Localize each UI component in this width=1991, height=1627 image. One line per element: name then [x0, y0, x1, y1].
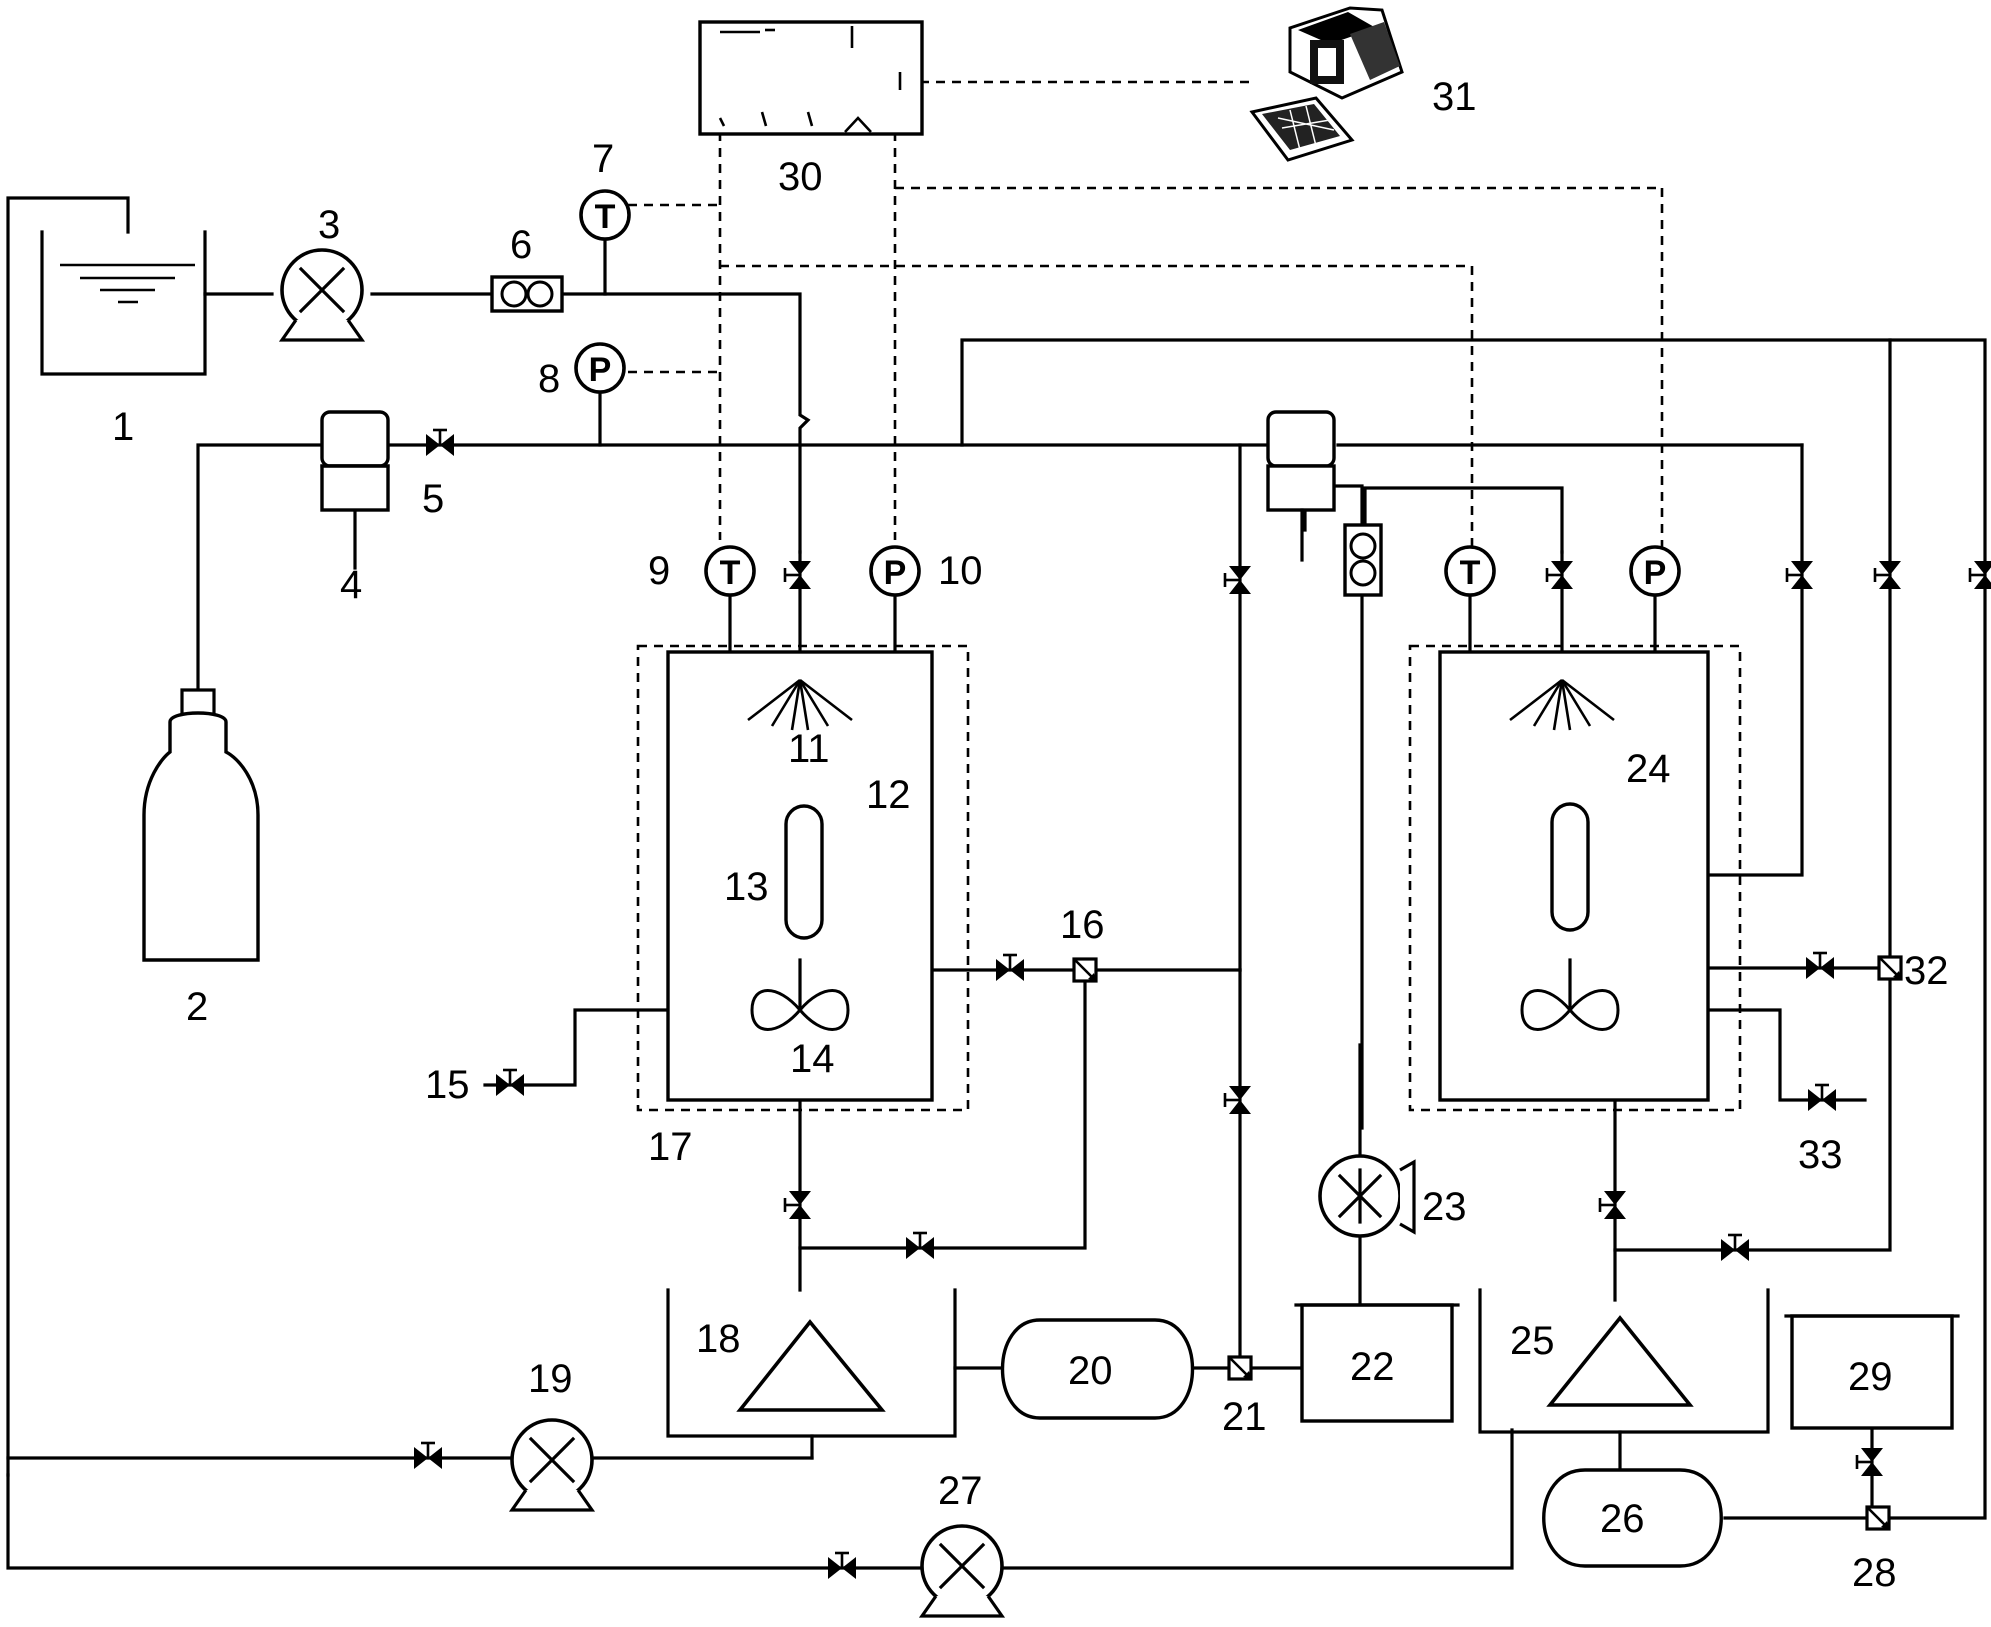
- gas-valve: [424, 428, 456, 458]
- vent-valve-right: [1873, 559, 1903, 591]
- label-21: 21: [1222, 1395, 1267, 1439]
- label-14: 14: [790, 1037, 835, 1081]
- gas-cylinder-icon: [142, 688, 260, 962]
- filter-32: [1877, 955, 1903, 981]
- label-24: 24: [1626, 747, 1671, 791]
- outlet-valve-right: [1804, 951, 1836, 981]
- collector-25: [1478, 1288, 1770, 1434]
- temperature-gauge-right: T: [1444, 545, 1496, 597]
- outlet-valve-left: [994, 953, 1026, 983]
- inlet-valve-right: [1545, 559, 1575, 591]
- label-33: 33: [1798, 1133, 1843, 1177]
- valve-29: [1855, 1446, 1885, 1478]
- label-11: 11: [788, 727, 830, 771]
- label-5: 5: [422, 477, 444, 521]
- label-30: 30: [778, 155, 823, 199]
- flowmeter-icon: [1343, 523, 1383, 597]
- label-6: 6: [510, 223, 532, 267]
- bottom-valve-right: [1598, 1189, 1628, 1221]
- drain-valve-15: [494, 1068, 526, 1098]
- label-28: 28: [1852, 1551, 1897, 1595]
- gauge-letter: T: [595, 198, 616, 236]
- label-4: 4: [340, 563, 362, 607]
- gauge-letter: T: [720, 554, 741, 592]
- label-10: 10: [938, 549, 983, 593]
- label-18: 18: [696, 1317, 741, 1361]
- temperature-gauge-7: T: [579, 189, 631, 241]
- buffer-tank-26: [1542, 1468, 1723, 1568]
- collector-18: [666, 1288, 957, 1438]
- part-labels: 1 2 3 4 5 6 7 8 9 10 11 12 13 14 15 16 1…: [112, 75, 1949, 1595]
- label-3: 3: [318, 203, 340, 247]
- return-valve-right: [1968, 559, 1991, 591]
- data-logger-icon: [698, 20, 924, 136]
- signal-lines: [628, 80, 1664, 548]
- gas-valve-right: [1785, 559, 1815, 591]
- valve-27: [826, 1551, 858, 1581]
- buffer-tank-20: [1000, 1318, 1195, 1420]
- label-9: 9: [648, 549, 670, 593]
- label-15: 15: [425, 1063, 470, 1107]
- gauge-letter: T: [1460, 554, 1481, 592]
- recycle-pump-19: [510, 1418, 594, 1512]
- pressure-gauge-10: P: [869, 545, 921, 597]
- gauge-letter: P: [884, 554, 907, 592]
- filter-21: [1227, 1355, 1253, 1381]
- feed-pump: [280, 248, 364, 342]
- label-19: 19: [528, 1357, 573, 1401]
- tank-22: [1294, 1303, 1460, 1423]
- pressure-gauge-8: P: [574, 342, 626, 394]
- bypass-valve-left: [904, 1231, 936, 1261]
- label-12: 12: [866, 773, 911, 817]
- label-29: 29: [1848, 1355, 1893, 1399]
- gas-valve-center: [1223, 564, 1253, 596]
- label-32: 32: [1904, 949, 1949, 993]
- filter-28: [1865, 1505, 1891, 1531]
- label-7: 7: [592, 137, 614, 181]
- label-17: 17: [648, 1125, 693, 1169]
- bottom-valve-left: [783, 1189, 813, 1221]
- label-27: 27: [938, 1469, 983, 1513]
- label-25: 25: [1510, 1319, 1555, 1363]
- pressure-gauge-right: P: [1629, 545, 1681, 597]
- label-22: 22: [1350, 1345, 1395, 1389]
- label-16: 16: [1060, 903, 1105, 947]
- label-23: 23: [1422, 1185, 1467, 1229]
- pressure-regulator-right: [1266, 410, 1336, 562]
- temperature-gauge-9: T: [704, 545, 756, 597]
- water-tank: [40, 230, 207, 376]
- tank-29: [1784, 1314, 1960, 1430]
- sample-vessel-right: [1550, 802, 1590, 932]
- gauge-letter: P: [1644, 554, 1667, 592]
- vacuum-pump: [1318, 1154, 1416, 1238]
- sample-vessel-left: [784, 804, 824, 940]
- filter-16: [1072, 957, 1098, 983]
- computer-icon: [1249, 6, 1404, 162]
- label-31: 31: [1432, 75, 1477, 119]
- inlet-valve-left: [783, 559, 813, 591]
- label-20: 20: [1068, 1349, 1113, 1393]
- heating-jacket-left: [636, 644, 970, 1112]
- label-8: 8: [538, 357, 560, 401]
- label-13: 13: [724, 865, 769, 909]
- label-1: 1: [112, 405, 134, 449]
- flowmeter-icon: [490, 275, 564, 313]
- valve-19: [412, 1441, 444, 1471]
- recycle-pump-27: [920, 1524, 1004, 1618]
- drain-valve-33: [1806, 1083, 1838, 1113]
- line-valve-center: [1223, 1084, 1253, 1116]
- bypass-valve-right: [1719, 1233, 1751, 1263]
- gauge-letter: P: [589, 351, 612, 389]
- heating-jacket-right: [1408, 644, 1742, 1112]
- pressure-regulator: [320, 410, 390, 512]
- label-2: 2: [186, 985, 208, 1029]
- label-26: 26: [1600, 1497, 1645, 1541]
